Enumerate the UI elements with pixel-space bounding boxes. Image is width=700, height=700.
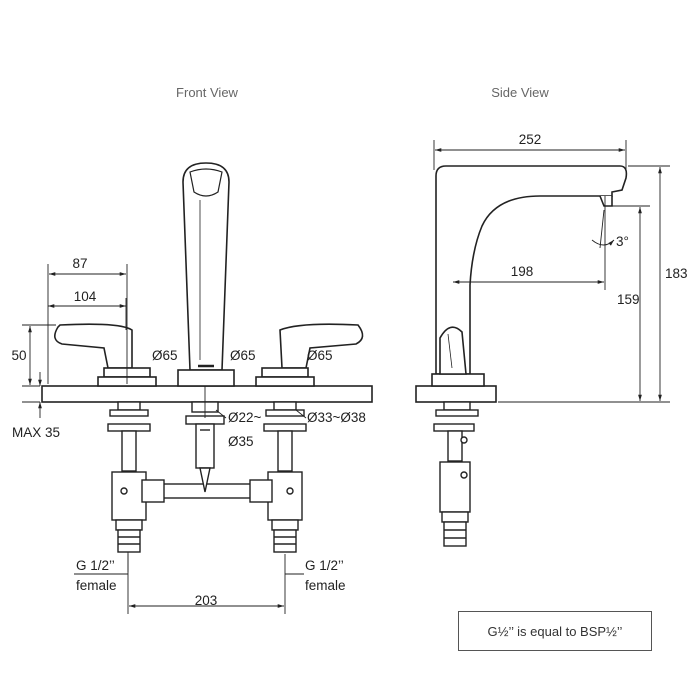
front-dimension-lines [22, 264, 286, 614]
thread-note: G½’’ is equal to BSP½’’ [458, 611, 652, 651]
dim-outlet-angle: 3° [616, 234, 629, 249]
dim-dia-mid: Ø65 [230, 348, 256, 363]
dim-handle-height: 50 [11, 348, 26, 363]
dim-max-deck: MAX 35 [12, 425, 60, 440]
side-handle [439, 326, 467, 375]
connection-right-size: G 1/2’’ [305, 558, 344, 573]
side-spout [431, 165, 628, 387]
dim-total-height: 183 [665, 266, 688, 281]
dim-outlet-reach: 198 [511, 264, 534, 279]
dim-hole-spout-a: Ø22~ [228, 410, 262, 425]
dim-handle-length: 104 [74, 289, 97, 304]
front-dimension-labels: 87 104 50 MAX 35 Ø65 Ø65 Ø65 Ø22~ Ø35 Ø3… [11, 256, 365, 608]
connection-left-type: female [76, 578, 117, 593]
dim-hole-handle: Ø33~Ø38 [307, 410, 366, 425]
front-handle-right [255, 323, 364, 387]
front-spout [177, 162, 235, 387]
side-dimension-lines [433, 140, 670, 403]
under-deck-plumbing [107, 401, 307, 553]
dim-spout-reach: 252 [519, 132, 542, 147]
side-view-title: Side View [491, 85, 549, 100]
dim-outlet-height: 159 [617, 292, 640, 307]
side-under-deck [433, 401, 479, 547]
front-handle-left [54, 323, 157, 387]
front-view-title: Front View [176, 85, 239, 100]
thread-note-text: G½’’ is equal to BSP½’’ [487, 623, 623, 639]
dim-handle-offset: 87 [72, 256, 87, 271]
side-deck [415, 385, 497, 403]
dim-hole-spout-b: Ø35 [228, 434, 254, 449]
dim-dia-left: Ø65 [152, 348, 178, 363]
front-view: Front View [11, 85, 373, 614]
connection-right-type: female [305, 578, 346, 593]
dim-centers: 203 [195, 593, 218, 608]
dim-dia-right: Ø65 [307, 348, 333, 363]
connection-left-size: G 1/2’’ [76, 558, 115, 573]
side-dimension-labels: 252 198 3° 183 159 [511, 132, 688, 307]
deck-plate [41, 385, 373, 403]
side-view: Side View [415, 85, 688, 547]
